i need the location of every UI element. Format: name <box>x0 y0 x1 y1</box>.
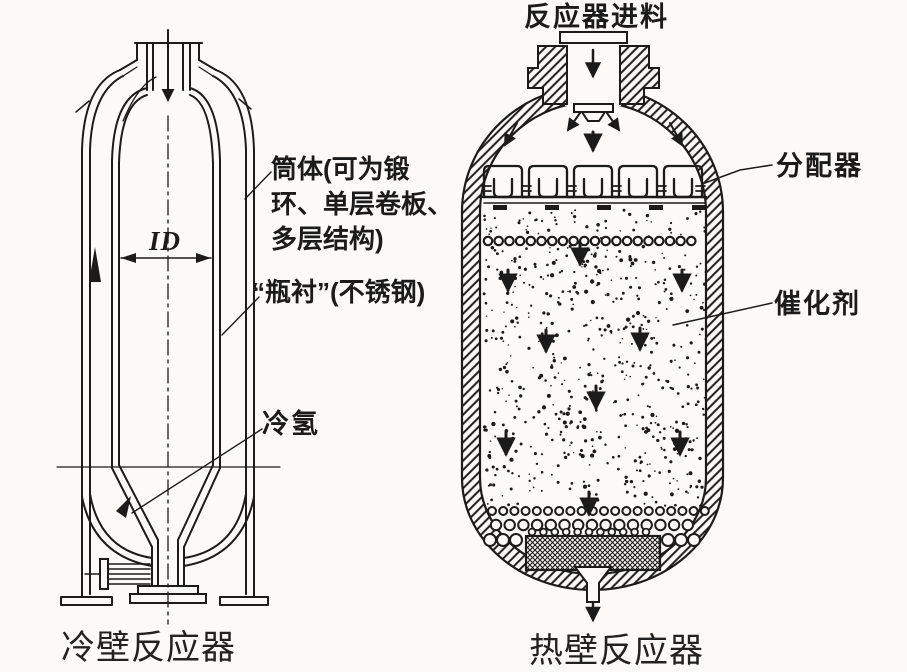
ceramic-ball-rows <box>482 235 710 547</box>
inlet-flange-right <box>619 45 660 105</box>
outlet-collector-mesh <box>524 534 662 572</box>
catalyst-leader-line <box>672 302 773 326</box>
liner-label: “瓶衬”(不锈钢) <box>252 277 426 307</box>
inner-diameter-label: ID <box>149 226 182 256</box>
distributor-leader-line <box>701 164 773 185</box>
inlet-flange-left <box>527 45 568 105</box>
cold-wall-reactor-drawing <box>56 29 281 625</box>
catalyst-label: 催化剂 <box>774 289 861 319</box>
cold-wall-reactor-caption: 冷壁反应器 <box>61 629 236 667</box>
catalyst-bed-dots <box>482 208 706 508</box>
shell-label: 筒体(可为锻 环、单层卷板、 多层结构) <box>271 154 454 254</box>
liner-leader-line <box>221 296 260 336</box>
hot-wall-reactor-caption: 热壁反应器 <box>529 632 704 670</box>
shell-leader-line <box>244 171 272 200</box>
inner-diameter-dimension <box>120 253 212 263</box>
distributor-cups <box>478 164 708 199</box>
tray-supports <box>493 205 706 210</box>
distributor-label: 分配器 <box>776 151 863 181</box>
hot-wall-reactor-drawing <box>460 31 773 623</box>
flow-arrows <box>496 241 692 517</box>
reactor-feed-label: 反应器进料 <box>524 2 669 32</box>
cold-hydrogen-leader-line <box>131 428 263 514</box>
spray-arrows <box>504 112 683 153</box>
cold-hydrogen-label: 冷氢 <box>262 409 320 439</box>
bottom-outlet-nozzle <box>573 566 613 603</box>
